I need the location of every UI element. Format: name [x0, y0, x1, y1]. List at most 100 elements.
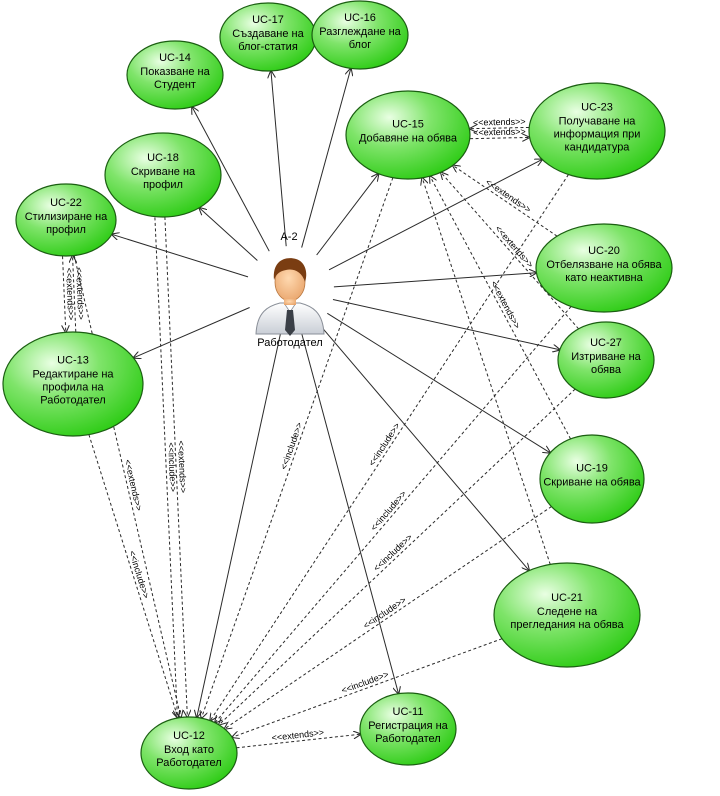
association-uc12 [197, 332, 282, 717]
association-uc23 [328, 159, 542, 271]
actor-id: A-2 [280, 231, 297, 243]
dependency-uc23-uc12 [210, 174, 569, 721]
dependency-label: <<extends>> [271, 727, 324, 743]
use-case-name-line: Работодател [375, 733, 440, 745]
use-case-ellipse [140, 716, 238, 790]
dependency-label: <<extends>> [473, 117, 526, 128]
use-case-id: UC-13 [57, 355, 89, 367]
use-case-id: UC-14 [159, 52, 191, 64]
use-case-id: UC-23 [581, 102, 613, 114]
association-uc19 [327, 312, 550, 452]
use-case-ellipse [15, 183, 117, 257]
dependency-uc20-uc12 [215, 306, 572, 722]
dependency-label: <<extends>> [123, 458, 145, 511]
actor[interactable]: A-2 Работодател [255, 231, 325, 349]
association-uc14 [192, 107, 270, 252]
dependency-label: <<extends>> [64, 268, 76, 321]
use-case-name-line: Скриване на [131, 166, 196, 178]
use-case-name-line: Показване на [140, 66, 210, 78]
use-case-ellipse [557, 321, 655, 399]
use-case-id: UC-21 [551, 592, 583, 604]
association-uc27 [332, 299, 560, 350]
dependency-uc21-uc12 [232, 638, 503, 738]
dependency-uc18-uc12 [164, 216, 187, 717]
association-uc18 [199, 208, 258, 261]
use-case-name-line: блог-статия [238, 41, 298, 53]
dependency-uc22-uc13 [63, 256, 66, 332]
use-case-name-line: обява [591, 364, 622, 376]
use-case-ellipse [359, 692, 457, 766]
dependency-uc15-uc23 [470, 137, 529, 138]
use-case-name-line: Редактиране на [32, 369, 114, 381]
use-case-name-line: Добавяне на обява [359, 133, 458, 145]
association-uc17 [271, 71, 287, 247]
association-uc21 [318, 323, 530, 570]
use-case-name-line: Стилизиране на [25, 211, 108, 223]
use-case-name-line: Създаване на [232, 28, 304, 40]
dependency-label: <<extends>> [484, 177, 533, 215]
dependency-label: <<extends>> [473, 127, 526, 138]
dependency-label: <<extends>> [493, 224, 535, 270]
use-case-ellipse [2, 331, 144, 437]
use-case-ellipse [539, 434, 645, 524]
dependency-label: <<include>> [367, 421, 403, 468]
use-case-ellipse [126, 40, 224, 110]
use-case-name-line: Работодател [40, 395, 105, 407]
use-case-id: UC-22 [50, 197, 82, 209]
dependency-uc13-uc22 [73, 256, 76, 332]
use-case-id: UC-11 [393, 706, 424, 718]
use-case-name-line: профил [46, 224, 86, 236]
use-case-name-line: Регистрация на [368, 720, 448, 732]
dependency-uc21-uc15 [422, 178, 551, 565]
use-case-ellipse [493, 562, 641, 668]
use-case-ellipse [104, 132, 222, 218]
dependency-label: <<extends>> [74, 267, 86, 320]
use-case-ellipse [528, 82, 666, 180]
dependency-label: <<extends>> [489, 279, 523, 330]
use-case-name-line: Получаване на [559, 116, 637, 128]
actor-name: Работодател [257, 337, 322, 349]
use-case-name-line: блог [349, 39, 371, 51]
use-case-name-line: Студент [154, 79, 196, 91]
association-uc20 [333, 273, 537, 288]
use-case-name-line: Следене на [537, 606, 598, 618]
association-uc16 [301, 68, 351, 248]
association-uc11 [300, 332, 398, 693]
use-case-id: UC-20 [588, 245, 620, 257]
use-case-name-line: Разглеждане на [319, 26, 401, 38]
use-case-name-line: като неактивна [565, 272, 643, 284]
use-case-name-line: Скриване на обява [543, 477, 641, 489]
association-uc13 [133, 307, 250, 357]
dependency-label: <<include>> [166, 442, 178, 492]
dependency-uc12-uc11 [236, 734, 360, 749]
dependency-label: <<include>> [371, 532, 414, 573]
use-case-name-line: профила на [42, 382, 104, 394]
use-case-name-line: информация при [554, 129, 641, 141]
use-case-name-line: Вход като [164, 744, 214, 756]
use-case-name-line: кандидатура [565, 142, 631, 154]
dependency-uc15-uc12 [201, 177, 394, 719]
use-case-name-line: Отбелязване на обява [546, 259, 662, 271]
dependency-uc27-uc12 [219, 388, 576, 725]
dependency-uc20-uc15 [453, 165, 558, 237]
use-case-name-line: прегледания на обява [510, 619, 624, 631]
use-case-ellipse [311, 0, 409, 70]
use-case-id: UC-16 [344, 12, 376, 24]
dependency-label: <<extends>> [176, 440, 188, 493]
